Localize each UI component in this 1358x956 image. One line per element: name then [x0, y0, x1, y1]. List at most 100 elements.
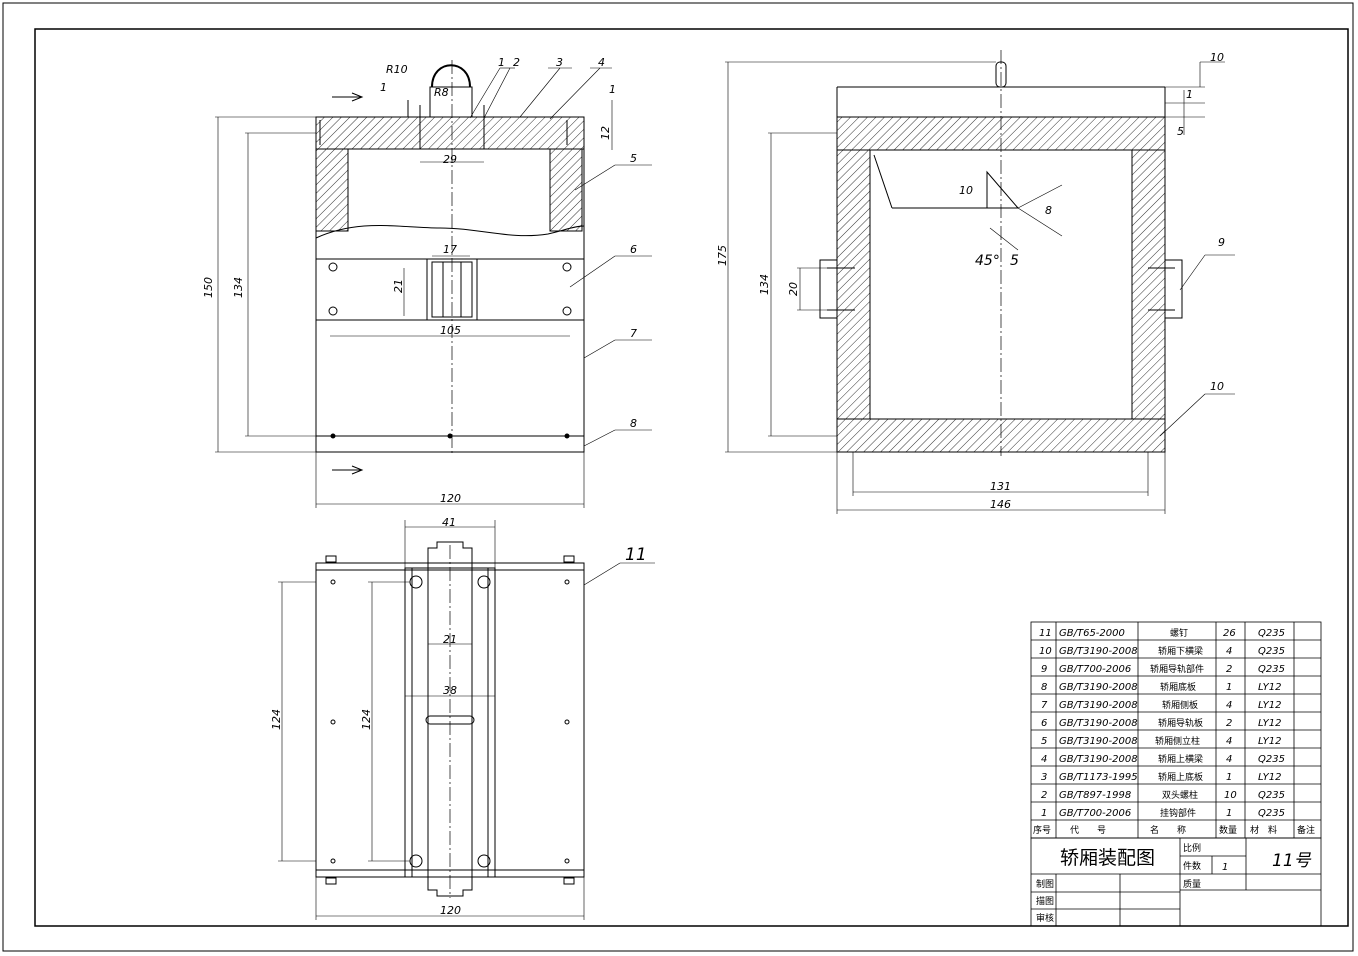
dim-146: 146	[990, 498, 1011, 511]
callout-labels: 1 2 3 4 5 6 7 8 9 10 11 8 1	[380, 56, 1225, 565]
dim-124-inner: 124	[360, 709, 373, 730]
row-qty: 10	[1224, 790, 1237, 801]
callout-7: 7	[630, 327, 637, 340]
row-qty: 1	[1226, 772, 1232, 783]
callout-8: 8	[630, 417, 637, 430]
row-no: 11	[1039, 628, 1052, 639]
row-material: Q235	[1258, 790, 1285, 801]
row-no: 6	[1041, 718, 1047, 729]
dim-131: 131	[990, 480, 1011, 493]
row-material: LY12	[1258, 736, 1281, 747]
row-code: GB/T3190-2008	[1059, 682, 1138, 693]
dim-21-top: 21	[443, 633, 457, 646]
row-material: Q235	[1258, 664, 1285, 675]
row-material: Q235	[1258, 628, 1285, 639]
row-qty: 2	[1226, 718, 1232, 729]
count-label: 件数	[1183, 860, 1201, 872]
checked-label: 审核	[1036, 912, 1054, 924]
row-no: 4	[1041, 754, 1047, 765]
dim-12: 12	[599, 126, 612, 140]
row-material: LY12	[1258, 700, 1281, 711]
side-dimension-labels: 10 1 5 175 134 20 131 146 10 45° 5	[716, 51, 1224, 511]
callout-10: 10	[1210, 380, 1224, 393]
row-code: GB/T700-2006	[1059, 664, 1131, 675]
row-name: 轿厢侧立柱	[1155, 735, 1200, 747]
dim-124-outer: 124	[270, 709, 283, 730]
table-row: 8 GB/T3190-2008 轿厢底板 1 LY12	[1041, 681, 1281, 693]
table-row: 10 GB/T3190-2008 轿厢下横梁 4 Q235	[1039, 645, 1285, 657]
title-block: 轿厢装配图 比例 件数 1 11号 制图 描图 审核 质量	[1036, 842, 1312, 924]
row-material: Q235	[1258, 808, 1285, 819]
table-row: 3 GB/T1173-1995 轿厢上底板 1 LY12	[1041, 771, 1281, 783]
table-row: 11 GB/T65-2000 螺钉 26 Q235	[1039, 628, 1285, 639]
callout-2: 2	[513, 56, 520, 69]
row-code: GB/T3190-2008	[1059, 700, 1138, 711]
row-code: GB/T3190-2008	[1059, 646, 1138, 657]
row-name: 挂钩部件	[1160, 807, 1196, 819]
traced-label: 描图	[1036, 895, 1054, 907]
dim-120-front: 120	[440, 492, 461, 505]
row-code: GB/T3190-2008	[1059, 736, 1138, 747]
row-code: GB/T1173-1995	[1059, 772, 1138, 783]
row-code: GB/T3190-2008	[1059, 754, 1138, 765]
row-code: GB/T897-1998	[1059, 790, 1131, 801]
table-row: 9 GB/T700-2006 轿厢导轨部件 2 Q235	[1041, 663, 1285, 675]
dim-17: 17	[443, 243, 457, 256]
callout-5: 5	[630, 152, 637, 165]
dim-175: 175	[716, 245, 729, 266]
row-qty: 1	[1226, 682, 1232, 693]
dim-20: 20	[787, 282, 800, 296]
weld-gap: 5	[1010, 253, 1019, 269]
header-remark: 备注	[1297, 824, 1315, 836]
row-name: 双头螺柱	[1162, 789, 1198, 801]
dim-1-front: 1	[609, 83, 616, 96]
callout-8-weld: 8	[1045, 204, 1052, 217]
dim-r8: R8	[434, 86, 449, 99]
header-code: 代 号	[1070, 825, 1106, 836]
callout-3: 3	[556, 56, 563, 69]
front-view	[215, 60, 652, 508]
row-no: 2	[1041, 790, 1047, 801]
row-no: 7	[1041, 700, 1048, 711]
dim-29: 29	[443, 153, 457, 166]
row-material: Q235	[1258, 754, 1285, 765]
parts-rows: 11 GB/T65-2000 螺钉 26 Q235 10 GB/T3190-20…	[1033, 628, 1315, 836]
row-qty: 4	[1226, 736, 1232, 747]
row-code: GB/T700-2006	[1059, 808, 1131, 819]
row-qty: 4	[1226, 646, 1232, 657]
row-name: 轿厢上横梁	[1158, 753, 1203, 765]
callout-1: 1	[498, 56, 505, 69]
dim-10-top: 10	[1210, 51, 1224, 64]
weld-angle: 45°	[975, 253, 1000, 269]
row-material: Q235	[1258, 646, 1285, 657]
table-row: 5 GB/T3190-2008 轿厢侧立柱 4 LY12	[1041, 735, 1281, 747]
header-material: 材 料	[1250, 824, 1277, 836]
row-qty: 26	[1223, 628, 1236, 639]
callout-9: 9	[1218, 236, 1225, 249]
top-dimension-labels: 41 21 38 124 124 120	[270, 516, 461, 917]
row-no: 5	[1041, 736, 1047, 747]
row-material: LY12	[1258, 682, 1281, 693]
header-name: 名 称	[1150, 824, 1186, 836]
row-name: 轿厢导轨部件	[1150, 663, 1204, 675]
callout-4: 4	[598, 56, 605, 69]
drawing-number: 11号	[1272, 851, 1312, 871]
dim-150: 150	[202, 277, 215, 298]
drawn-label: 制图	[1036, 878, 1054, 890]
top-view	[278, 520, 655, 920]
row-qty: 4	[1226, 700, 1232, 711]
row-name: 轿厢导轨板	[1158, 717, 1203, 729]
table-row: 2 GB/T897-1998 双头螺柱 10 Q235	[1041, 789, 1285, 801]
row-code: GB/T65-2000	[1059, 628, 1125, 639]
row-material: LY12	[1258, 772, 1281, 783]
row-qty: 4	[1226, 754, 1232, 765]
row-name: 轿厢侧板	[1162, 699, 1198, 711]
dim-120-top: 120	[440, 904, 461, 917]
header-no: 序号	[1033, 824, 1051, 836]
row-no: 10	[1039, 646, 1052, 657]
row-qty: 2	[1226, 664, 1232, 675]
inner-border	[34, 28, 1349, 927]
row-name: 轿厢上底板	[1158, 771, 1203, 783]
side-view	[725, 50, 1235, 514]
